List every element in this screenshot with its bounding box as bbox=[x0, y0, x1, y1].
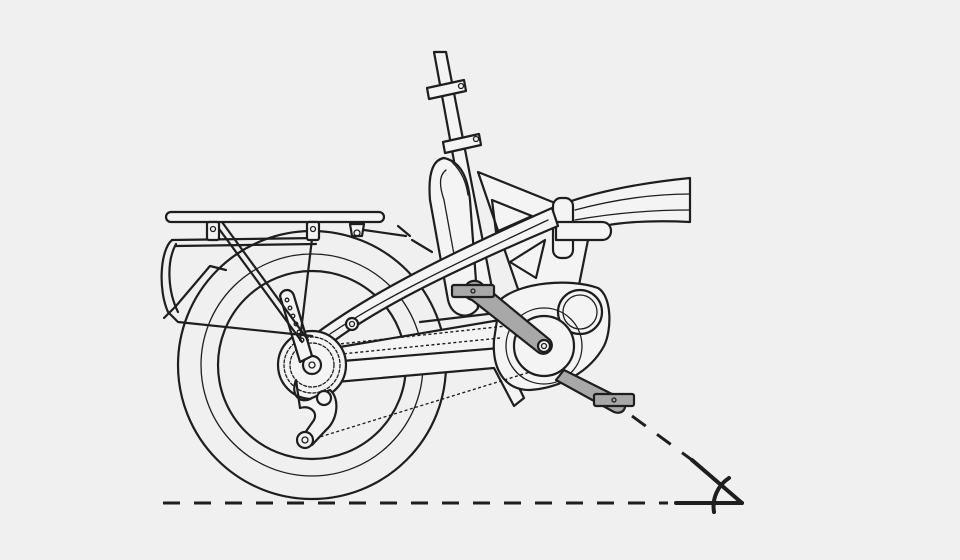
chainring bbox=[505, 307, 583, 385]
rear-cassette bbox=[276, 329, 348, 401]
seat-stay-bolt bbox=[344, 316, 360, 332]
crank-extension-line bbox=[631, 414, 693, 462]
rear-derailleur bbox=[293, 378, 338, 450]
chain bbox=[309, 325, 531, 441]
rear-rack bbox=[160, 210, 434, 344]
crank-arm-lower bbox=[554, 368, 636, 414]
seat-stay-bolt-center bbox=[348, 320, 356, 328]
angle-marker bbox=[674, 458, 744, 514]
motor-housing bbox=[492, 281, 611, 392]
crank-arm-upper bbox=[450, 279, 553, 355]
main-frame-tube bbox=[476, 170, 692, 297]
battery-pack bbox=[428, 156, 480, 317]
